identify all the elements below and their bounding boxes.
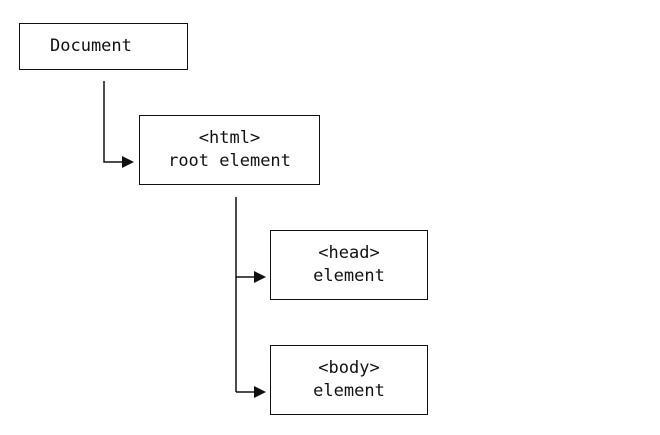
arrowhead-body	[254, 386, 266, 398]
html-node: <html> root element	[139, 115, 320, 185]
document-node: Document	[19, 23, 188, 70]
document-node-label: Document	[50, 36, 132, 56]
head-node-desc: element	[313, 266, 385, 286]
html-node-tag: <html>	[198, 128, 261, 148]
head-node-tag: <head>	[318, 243, 380, 263]
arrowhead-html	[122, 156, 134, 168]
body-node-desc: element	[313, 381, 385, 401]
html-node-desc: root element	[168, 151, 291, 171]
body-node: <body> element	[270, 345, 428, 415]
body-node-tag: <body>	[318, 358, 380, 378]
arrowhead-head	[254, 271, 266, 283]
head-node: <head> element	[270, 230, 428, 300]
connector-document-to-html	[103, 81, 122, 163]
